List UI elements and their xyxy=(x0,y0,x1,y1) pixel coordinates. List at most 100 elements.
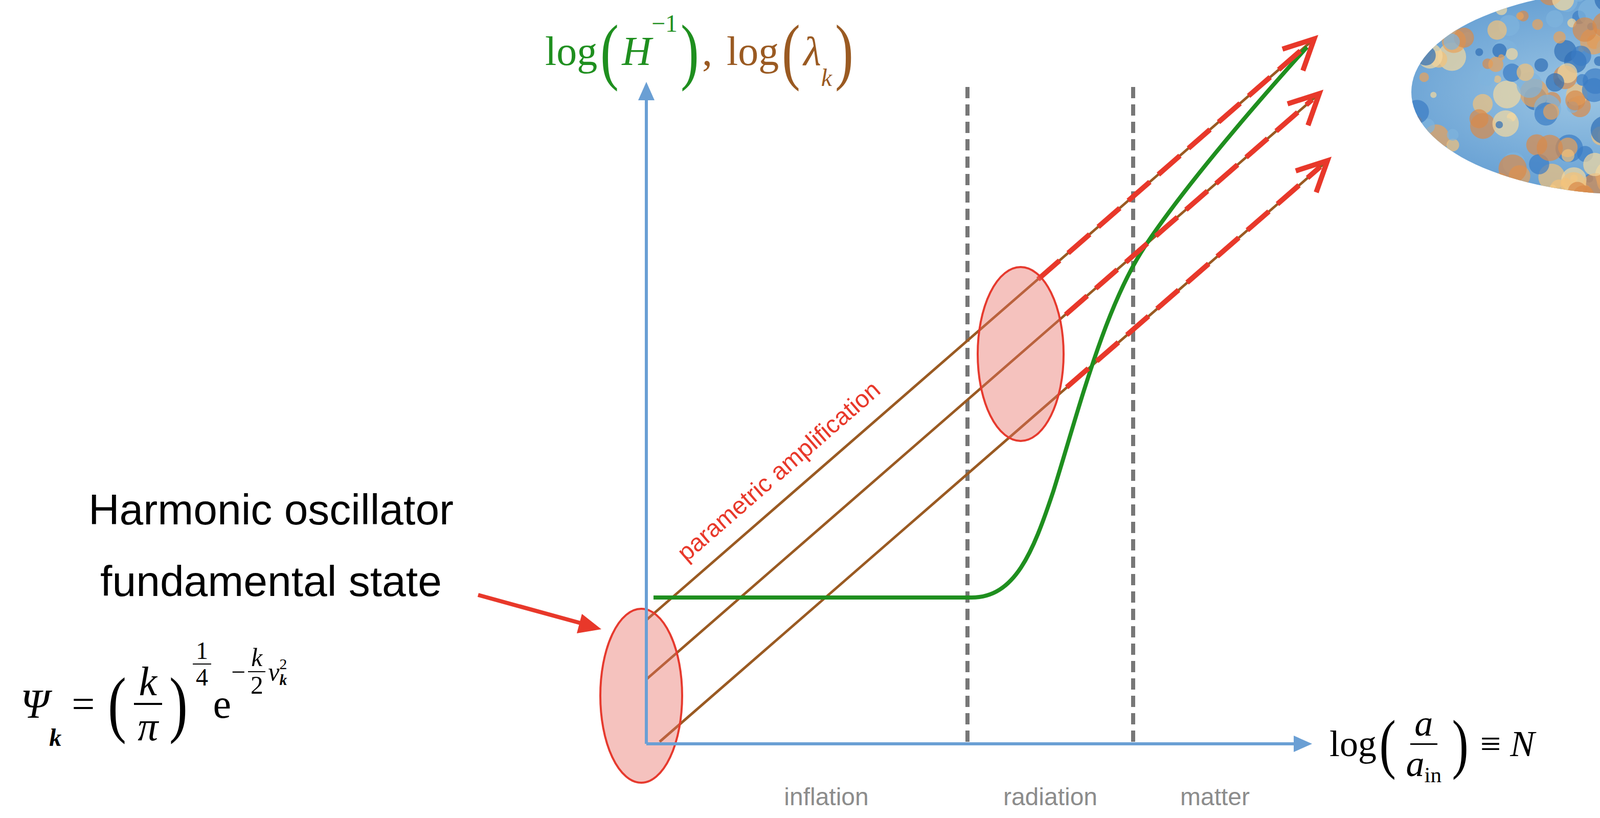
cmb-spot xyxy=(1487,20,1507,40)
cmb-spot xyxy=(1495,3,1507,15)
axis-arrowhead xyxy=(1293,735,1313,752)
arrowhead xyxy=(1295,160,1328,193)
math-symbol: N xyxy=(1510,722,1535,765)
cmb-spot xyxy=(1402,15,1426,39)
cmb-spot xyxy=(1423,164,1436,177)
annotation-label: parametric amplification xyxy=(671,375,886,567)
cmb-spot xyxy=(1533,187,1547,201)
cmb-spot xyxy=(1572,17,1598,42)
math-symbol: ≡ xyxy=(1480,722,1502,765)
cmb-spot xyxy=(1516,0,1526,2)
math-symbol: k xyxy=(251,643,263,672)
math-symbol: 2 xyxy=(250,670,264,700)
y-axis xyxy=(644,97,648,744)
fraction: k2 xyxy=(247,644,267,699)
cmb-spot xyxy=(1493,75,1502,84)
cmb-map xyxy=(1395,0,1600,208)
wavefunction-formula: Ψk=(kπ)14e−k2v2k xyxy=(20,659,287,748)
cmb-spot xyxy=(1408,166,1417,175)
cmb-spot xyxy=(1414,0,1424,4)
era-label: radiation xyxy=(1003,782,1098,810)
cmb-spot xyxy=(1565,90,1586,111)
cmb-spot xyxy=(1395,153,1423,181)
cmb-spot xyxy=(1567,182,1587,201)
cmb-spot xyxy=(1415,45,1436,66)
cmb-spot xyxy=(1594,0,1600,12)
era-label-wrap: inflation xyxy=(783,782,869,811)
era-label: matter xyxy=(1180,782,1250,810)
wavelength-line xyxy=(659,160,1328,742)
paren: ) xyxy=(680,14,700,88)
callout-label: Harmonic oscillator fundamental state xyxy=(88,485,454,605)
arrowhead xyxy=(576,613,602,634)
math-symbol: k xyxy=(139,658,158,704)
cmb-spot xyxy=(1553,31,1566,44)
axis-label: log xyxy=(1329,722,1377,765)
math-symbol: − xyxy=(231,657,246,687)
era-label: inflation xyxy=(783,782,869,810)
cmb-spot xyxy=(1439,188,1459,208)
math-symbol: k xyxy=(279,671,288,688)
axis-label: log xyxy=(545,28,598,75)
fraction-denominator: 4 xyxy=(192,664,212,690)
x-axis xyxy=(646,741,1297,746)
cmb-spot xyxy=(1447,128,1459,141)
era-label-wrap: matter xyxy=(1180,782,1250,811)
cmb-spot xyxy=(1413,0,1434,1)
dashed-arrow xyxy=(1038,44,1307,280)
cmb-spot xyxy=(1516,63,1535,81)
cmb-spot xyxy=(1498,154,1527,183)
subscript: k xyxy=(821,63,832,92)
superscript: −1 xyxy=(651,9,678,38)
fraction: 14 xyxy=(192,637,212,691)
cmb-spot xyxy=(1446,138,1460,152)
cmb-spot xyxy=(1481,0,1496,14)
cmb-spot xyxy=(1430,91,1437,98)
y-axis-label: log(H−1),log(λk) xyxy=(545,14,857,88)
math-symbol: π xyxy=(137,703,159,749)
subscript: k xyxy=(49,723,62,752)
cmb-spot xyxy=(1570,45,1591,66)
callout-arrow xyxy=(478,594,589,625)
cmb-spot xyxy=(1505,48,1518,60)
era-divider xyxy=(1131,86,1136,744)
cmb-spot xyxy=(1488,56,1504,73)
axis-label: λ xyxy=(803,28,822,75)
fraction-numerator: 1 xyxy=(192,637,212,665)
cmb-spot xyxy=(1419,72,1430,83)
math-symbol: in xyxy=(1424,762,1442,786)
cmb-texture xyxy=(1395,0,1600,208)
cmb-spot xyxy=(1410,34,1422,45)
fraction-numerator: k xyxy=(248,644,266,672)
math-symbol: v xyxy=(268,657,280,687)
cmb-spot xyxy=(1451,161,1476,187)
cmb-spot xyxy=(1431,0,1438,5)
exponent: −1 xyxy=(651,9,678,38)
cmb-spot xyxy=(1545,10,1564,28)
cmb-spot xyxy=(1420,9,1429,18)
superscript: 14 xyxy=(190,637,213,691)
fraction-denominator: π xyxy=(132,704,164,748)
cmb-spot xyxy=(1583,152,1600,176)
cmb-spot xyxy=(1593,56,1600,66)
cmb-spot xyxy=(1543,103,1560,120)
cmb-spot xyxy=(1587,194,1597,205)
arrowhead xyxy=(1282,38,1315,71)
fraction: aain xyxy=(1401,704,1447,783)
cmb-spot xyxy=(1443,0,1461,5)
fraction-denominator: ain xyxy=(1401,744,1447,784)
cmb-spot xyxy=(1545,73,1565,92)
cmb-spot xyxy=(1477,68,1496,86)
cmb-spot xyxy=(1516,12,1524,20)
cmb-spot xyxy=(1540,187,1551,198)
paren: ( xyxy=(1379,710,1396,777)
axis-arrowhead xyxy=(638,81,655,101)
fraction-denominator: 2 xyxy=(247,671,267,699)
cmb-spot xyxy=(1433,0,1451,10)
era-label-wrap: radiation xyxy=(1003,782,1098,811)
cmb-spot xyxy=(1470,113,1496,139)
axis-label: H xyxy=(621,28,652,75)
subscript: in xyxy=(1424,762,1442,786)
arrowhead xyxy=(1287,93,1320,126)
